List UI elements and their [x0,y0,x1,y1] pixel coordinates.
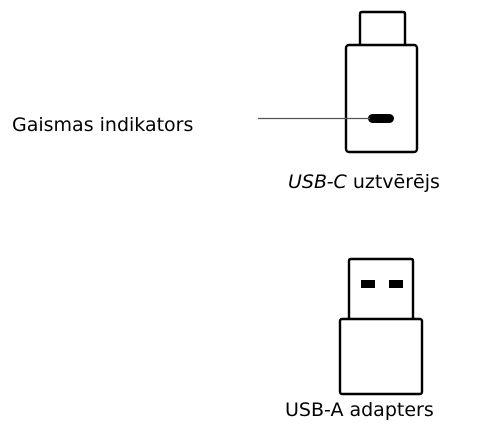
usb-a-adapter-icon [338,257,424,396]
usb-a-body [338,317,424,396]
usb-a-slot-left [361,280,375,288]
light-indicator [368,114,394,123]
usb-a-adapter-label: USB-A adapters [285,399,434,421]
usb-a-plug [347,257,415,319]
usb-a-slot-right [389,280,403,288]
usb-c-body [344,43,419,154]
light-indicator-label: Gaismas indikators [12,114,194,136]
usb-c-receiver-text: uztvērējs [346,171,440,193]
usb-c-receiver-label: USB-C uztvērējs [288,173,440,192]
usb-c-receiver-icon [344,10,419,154]
usb-c-plug [358,10,407,45]
usb-c-type-text: USB-C [288,171,347,193]
